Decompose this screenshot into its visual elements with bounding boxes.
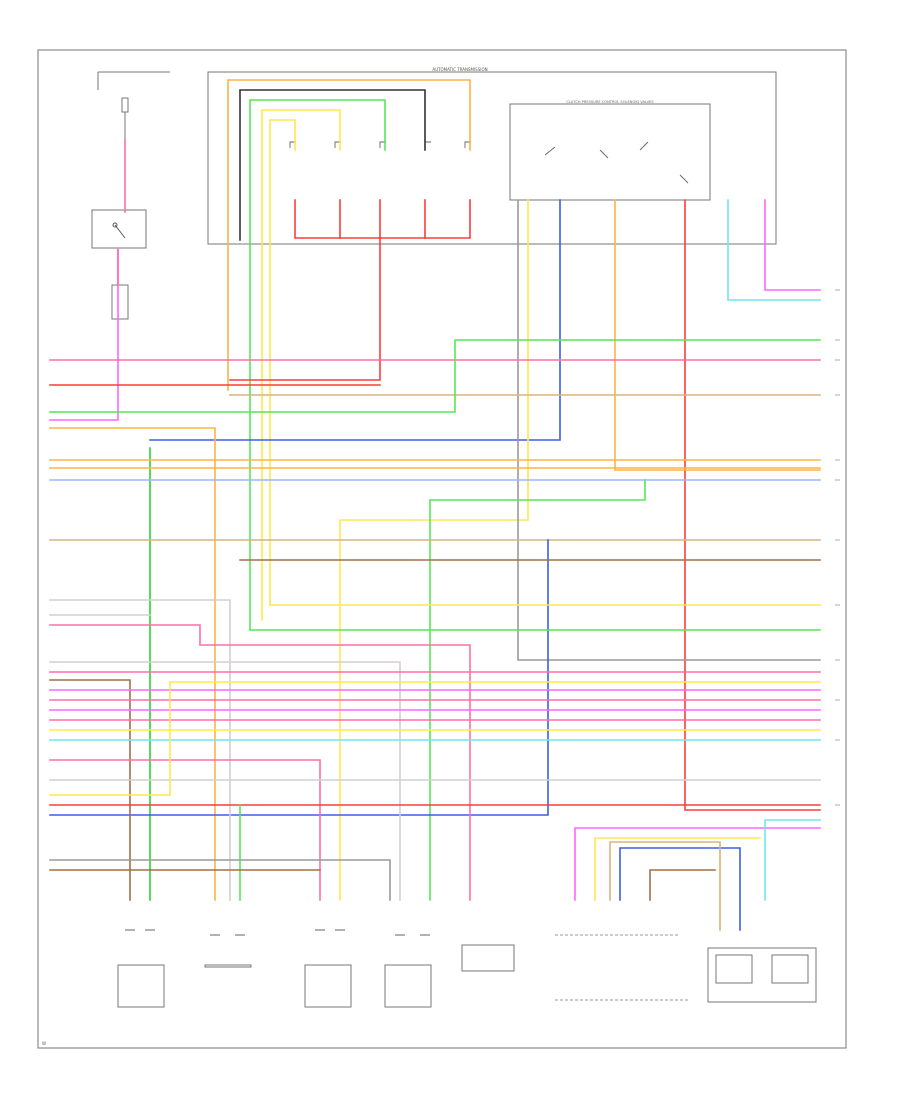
footer-code: W bbox=[42, 1041, 46, 1046]
ignition-switch-group bbox=[97, 71, 170, 140]
component-box-3 bbox=[304, 964, 352, 1008]
component-box-6a bbox=[715, 954, 753, 984]
component-box-4 bbox=[384, 964, 432, 1008]
component-box-5 bbox=[461, 944, 515, 972]
solenoid-icon bbox=[289, 141, 689, 184]
component-box-2 bbox=[204, 964, 252, 968]
component-box-1 bbox=[117, 964, 165, 1008]
terminal-ticks bbox=[835, 289, 840, 806]
component-box-6b bbox=[771, 954, 809, 984]
solenoid-subbox bbox=[509, 103, 711, 201]
relay-box bbox=[91, 209, 147, 249]
fuse-icon bbox=[121, 97, 129, 113]
diagram-frame bbox=[37, 49, 847, 1049]
solenoid-subbox-label: CLUTCH PRESSURE CONTROL SOLENOID VALVES bbox=[566, 100, 654, 104]
connector-icon bbox=[125, 929, 430, 936]
diode-box bbox=[111, 284, 129, 320]
switch-icon bbox=[112, 222, 126, 239]
transmission-box-label: AUTOMATIC TRANSMISSION bbox=[432, 67, 487, 72]
